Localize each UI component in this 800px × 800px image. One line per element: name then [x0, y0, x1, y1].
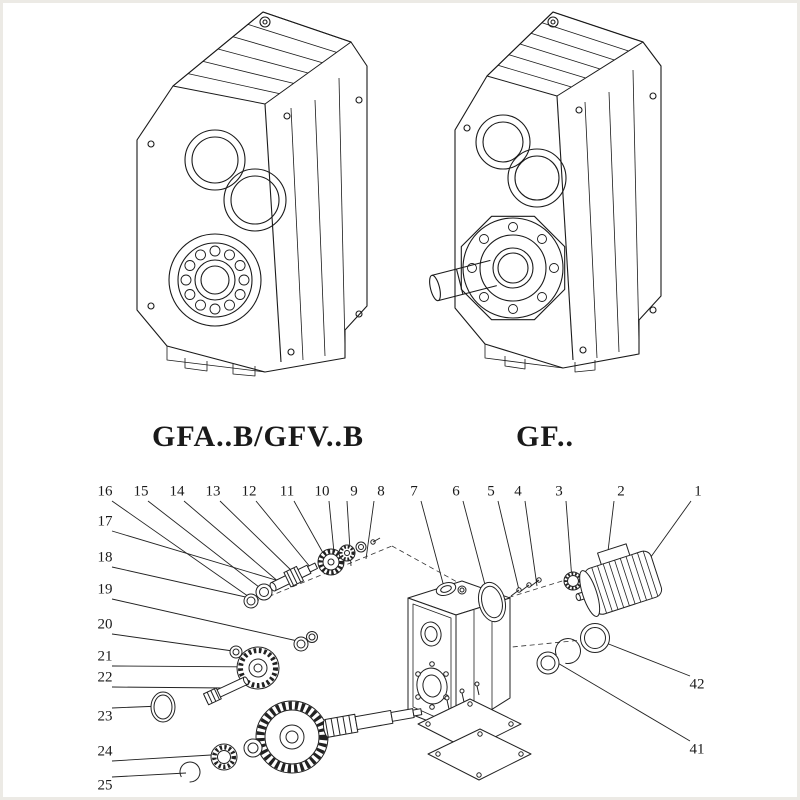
side-ribs	[290, 77, 346, 361]
output-shaft	[429, 259, 497, 302]
output-rings	[536, 623, 610, 675]
roof-ribs	[497, 22, 629, 88]
cover-plate	[435, 582, 457, 596]
leader-line-16	[111, 500, 253, 600]
intermediate-gear-set	[150, 631, 318, 723]
leader-line-4	[524, 500, 538, 587]
leader-line-3	[565, 500, 573, 581]
callout-10: 10	[314, 483, 330, 500]
leader-line-5	[497, 500, 520, 591]
gearbox-drawing-gfab	[136, 11, 368, 377]
callout-6: 6	[452, 483, 460, 500]
callout-23: 23	[97, 708, 113, 725]
mounting-feet	[166, 346, 266, 377]
leader-line-21	[111, 665, 261, 668]
callout-7: 7	[410, 483, 418, 500]
callout-12: 12	[241, 483, 257, 500]
callout-14: 14	[169, 483, 185, 500]
callout-15: 15	[133, 483, 149, 500]
callout-20: 20	[97, 616, 113, 633]
callout-4: 4	[514, 483, 522, 500]
side-ribs	[584, 69, 640, 359]
leader-line-20	[111, 633, 241, 653]
base-gasket-plates	[417, 681, 532, 781]
leader-line-25	[111, 772, 187, 778]
leader-line-11	[293, 500, 328, 561]
callout-11: 11	[279, 483, 295, 500]
input-shaft-assembly	[243, 537, 381, 609]
output-flange	[460, 215, 566, 321]
mounting-feet	[484, 344, 596, 373]
output-shaft-assembly	[179, 700, 423, 783]
leader-line-24	[111, 754, 212, 762]
leader-line-18	[111, 566, 260, 601]
leader-line-15	[147, 500, 265, 592]
motor-unit	[575, 543, 663, 617]
callout-21: 21	[97, 648, 113, 665]
callout-22: 22	[97, 669, 113, 686]
callout-16: 16	[97, 483, 113, 500]
callout-3: 3	[555, 483, 563, 500]
callout-5: 5	[487, 483, 495, 500]
bearing-detail	[168, 233, 262, 327]
callout-25: 25	[97, 777, 113, 794]
model-label-gf: GF..	[516, 420, 574, 453]
leader-line-41	[555, 661, 691, 742]
leader-line-12	[255, 500, 312, 569]
leader-line-19	[111, 598, 303, 643]
leader-line-8	[365, 500, 375, 560]
callout-24: 24	[97, 743, 113, 760]
callout-19: 19	[97, 581, 113, 598]
model-label-gfab: GFA..B/GFV..B	[152, 420, 364, 453]
callout-41: 41	[689, 741, 705, 758]
callout-9: 9	[350, 483, 358, 500]
gasket-and-bolts	[477, 571, 583, 623]
gearbox-drawing-gf	[429, 11, 662, 373]
callout-13: 13	[205, 483, 221, 500]
leader-line-42	[600, 640, 691, 677]
leader-line-13	[219, 500, 297, 576]
callout-8: 8	[377, 483, 385, 500]
callout-1: 1	[694, 483, 702, 500]
roof-ribs	[187, 24, 337, 94]
leader-line-14	[183, 500, 281, 584]
leader-line-7	[420, 500, 445, 588]
leader-line-1	[647, 500, 692, 562]
bore-circles	[475, 114, 567, 208]
bore-circles	[184, 129, 287, 232]
leader-line-22	[111, 686, 227, 689]
callout-2: 2	[617, 483, 625, 500]
callout-17: 17	[97, 513, 113, 530]
callout-42: 42	[689, 676, 705, 693]
leader-line-17	[111, 530, 290, 585]
callout-18: 18	[97, 549, 113, 566]
